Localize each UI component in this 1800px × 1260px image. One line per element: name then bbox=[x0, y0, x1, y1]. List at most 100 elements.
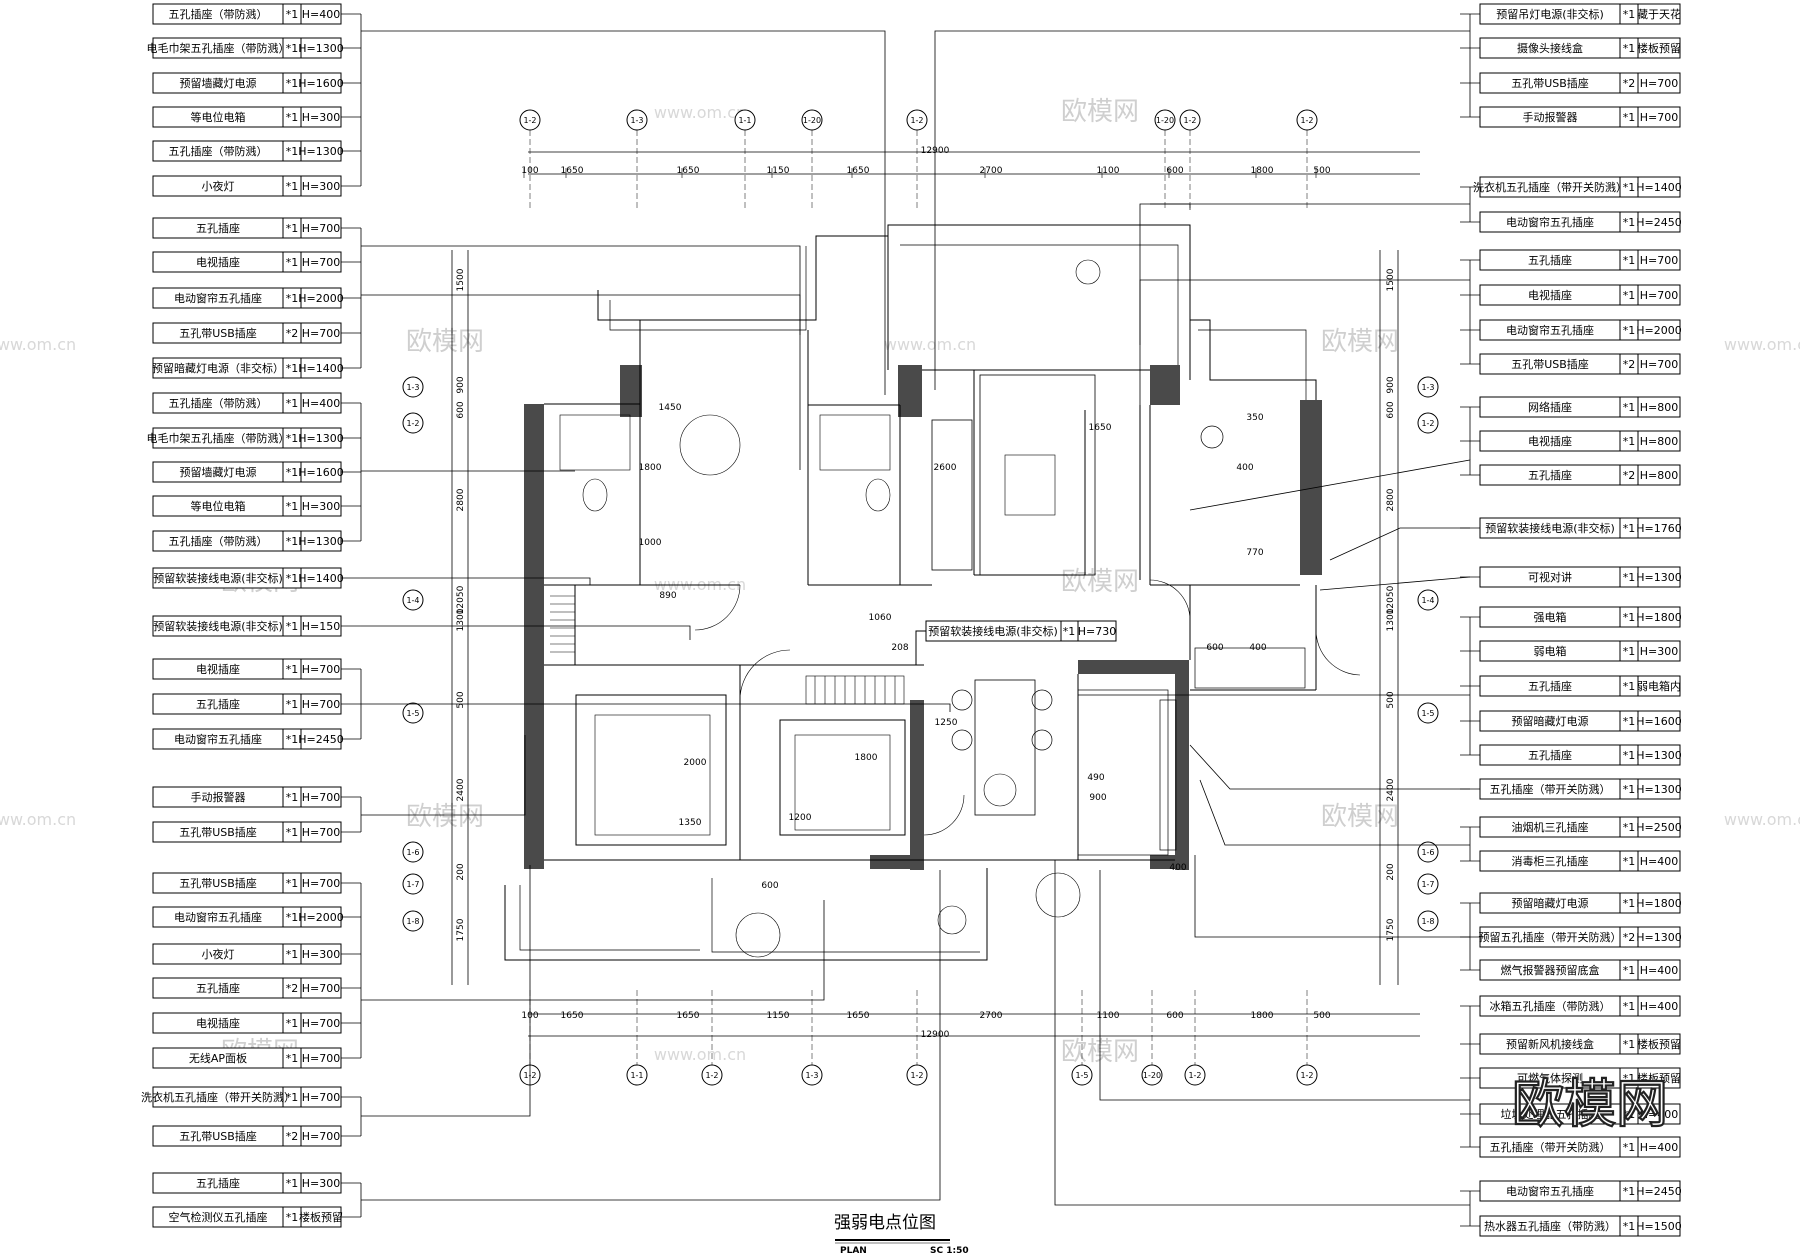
callout-name: 燃气报警器预留底盒 bbox=[1501, 963, 1600, 977]
callout-frame bbox=[1479, 1180, 1681, 1202]
callout-qty: *1 bbox=[286, 826, 299, 839]
callout-height: H=2450 bbox=[1636, 1185, 1681, 1198]
callout-name: 五孔带USB插座 bbox=[179, 876, 257, 890]
grid-label: 1-20 bbox=[1143, 1071, 1161, 1080]
dim-segment: 2700 bbox=[980, 166, 1003, 176]
callout-qty: *1 bbox=[1623, 1141, 1636, 1154]
callout-frame bbox=[1479, 396, 1681, 418]
callout-name: 冰箱五孔插座（带防溅） bbox=[1490, 999, 1611, 1013]
watermark-site: www.om.cn bbox=[654, 1045, 746, 1064]
callout-height: H=1800 bbox=[1636, 611, 1681, 624]
grid-bubble bbox=[402, 910, 424, 932]
leader-line bbox=[361, 294, 801, 335]
callout-height: H=700 bbox=[302, 1091, 340, 1104]
callout-name: 电视插座 bbox=[196, 1016, 240, 1030]
callout-frame bbox=[1479, 319, 1681, 341]
callout-qty: *1 bbox=[1623, 645, 1636, 658]
callout-qty: *1 bbox=[286, 432, 299, 445]
dim-segment: 500 bbox=[1313, 1011, 1330, 1021]
callout-name: 预留暗藏灯电源 bbox=[1512, 896, 1589, 910]
callout-height: H=2450 bbox=[298, 733, 343, 746]
callout-height: 楼板预留 bbox=[299, 1210, 343, 1224]
callout-qty: *1 bbox=[286, 1211, 299, 1224]
callout-height: H=400 bbox=[302, 397, 340, 410]
callout-name: 手动报警器 bbox=[1523, 110, 1578, 124]
callout-height: H=1300 bbox=[298, 535, 343, 548]
callout-height: H=400 bbox=[302, 8, 340, 21]
grid-label: 1-2 bbox=[406, 419, 419, 428]
grid-label: 1-2 bbox=[1188, 1071, 1201, 1080]
callout-qty: *1 bbox=[1623, 783, 1636, 796]
dim-vertical: 900 bbox=[1386, 376, 1396, 393]
grid-label: 1-8 bbox=[1421, 917, 1434, 926]
callout-qty: *1 bbox=[1623, 715, 1636, 728]
room-dimension: 1060 bbox=[869, 613, 892, 623]
room-dimension: 600 bbox=[1206, 643, 1223, 653]
callout-frame bbox=[152, 821, 342, 843]
callout-frame bbox=[152, 37, 342, 59]
callout-height: H=700 bbox=[302, 791, 340, 804]
callout-qty: *1 bbox=[286, 791, 299, 804]
dim-vertical: 2400 bbox=[456, 778, 466, 801]
dim-vertical: 1300 bbox=[456, 608, 466, 631]
room-dimension: 1450 bbox=[659, 403, 682, 413]
callout-name: 等电位电箱 bbox=[191, 110, 246, 124]
room-dimension: 1200 bbox=[789, 813, 812, 823]
callout-qty: *1 bbox=[1623, 289, 1636, 302]
callout-qty: *1 bbox=[286, 256, 299, 269]
leader-line bbox=[360, 403, 575, 541]
callout-height: H=400 bbox=[1640, 964, 1678, 977]
grid-label: 1-5 bbox=[1075, 1071, 1088, 1080]
callout-frame bbox=[1479, 517, 1681, 539]
callout-name: 预留软装接线电源(非交标) bbox=[153, 619, 283, 633]
callout-height: H=1500 bbox=[1636, 1220, 1681, 1233]
leader-line bbox=[360, 870, 941, 1217]
leader-lines bbox=[341, 13, 1480, 1227]
callout-qty: *1 bbox=[286, 1091, 299, 1104]
callout-qty: *1 bbox=[1623, 855, 1636, 868]
callout-height: H=1600 bbox=[1636, 715, 1681, 728]
callout-name: 热水器五孔插座（带防溅） bbox=[1484, 1219, 1616, 1233]
callout-height: H=700 bbox=[1640, 77, 1678, 90]
callout-height: 弱电箱内 bbox=[1637, 679, 1681, 693]
callout-name: 预留五孔插座（带开关防溅） bbox=[1479, 930, 1622, 944]
callout-name: 电毛巾架五孔插座（带防溅） bbox=[147, 431, 290, 445]
callout-qty: *1 bbox=[1623, 435, 1636, 448]
callout-qty: *1 bbox=[286, 42, 299, 55]
callout-name: 手动报警器 bbox=[191, 790, 246, 804]
callout-qty: *1 bbox=[1623, 324, 1636, 337]
brand-logo-text: 欧模网 bbox=[1512, 1075, 1668, 1135]
callout-height: H=2000 bbox=[1636, 324, 1681, 337]
grid-label: 1-3 bbox=[406, 383, 419, 392]
callout-name: 强电箱 bbox=[1534, 610, 1567, 624]
callout-frame bbox=[152, 106, 342, 128]
callout-name: 五孔带USB插座 bbox=[179, 825, 257, 839]
grid-label: 1-7 bbox=[406, 880, 419, 889]
callout-qty: *1 bbox=[1623, 401, 1636, 414]
callout-height: H=1400 bbox=[1636, 181, 1681, 194]
callout-height: H=700 bbox=[302, 327, 340, 340]
dim-vertical: 1300 bbox=[1386, 608, 1396, 631]
callout-frame bbox=[1479, 1103, 1681, 1125]
callout-qty: *1 bbox=[1623, 42, 1636, 55]
callout-qty: *1 bbox=[1623, 181, 1636, 194]
callout-name: 垃圾处理器五孔插座 bbox=[1501, 1107, 1600, 1121]
callout-frame bbox=[1479, 37, 1681, 59]
callout-height: H=700 bbox=[302, 663, 340, 676]
callout-qty: *1 bbox=[286, 362, 299, 375]
callout-name: 电视插座 bbox=[1528, 434, 1572, 448]
